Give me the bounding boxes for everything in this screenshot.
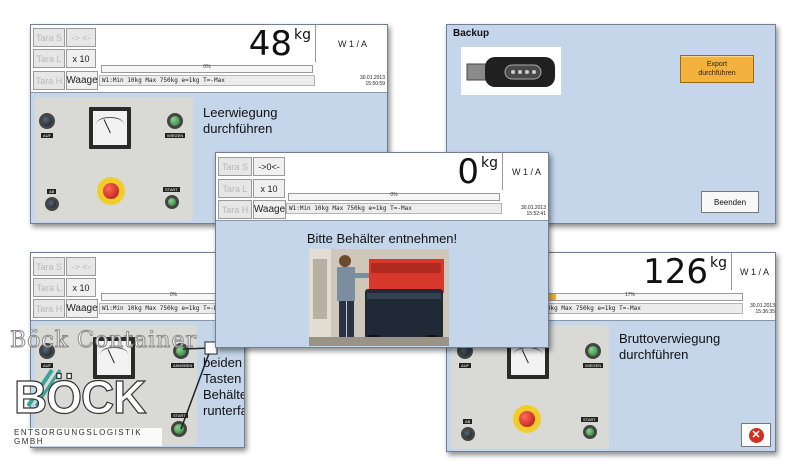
weigh-range: W 1 / A (502, 153, 548, 190)
tara-h-button[interactable]: Tara H (218, 200, 252, 219)
progress-label: 0% (203, 64, 211, 70)
end-button[interactable]: Beenden (701, 191, 759, 213)
waage-button[interactable]: Waage (66, 299, 98, 318)
screen-empty-weighing: Tara S -> <- Tara L x 10 Tara H Waage 48… (30, 24, 388, 224)
zero-button[interactable]: ->0<- (253, 157, 285, 176)
instruction-caption: beiden Tasten Behälter runterfahren (203, 355, 244, 418)
tara-s-button[interactable]: Tara S (33, 28, 65, 47)
logo-wordmark: BÖCK (13, 370, 147, 423)
instruction-caption: Bruttoverwiegung durchführen (619, 331, 721, 362)
black-button (461, 427, 475, 441)
date: 30.01.2013 (749, 303, 775, 309)
scale-spec: W1:Min 10kg Max 750kg e=1kg T=-Max (99, 75, 315, 86)
weigh-range: W 1 / A (731, 253, 775, 290)
progress-label: 0% (390, 192, 398, 198)
tara-l-button[interactable]: Tara L (218, 179, 252, 198)
weight-unit: kg (294, 27, 311, 43)
progress-label: 17% (624, 292, 635, 298)
time: 15:52:41 (526, 211, 546, 217)
green-button (583, 425, 597, 439)
green-button (585, 343, 601, 359)
zero-button[interactable]: -> <- (66, 257, 96, 276)
analog-meter (89, 107, 131, 149)
export-button[interactable]: Export durchführen (680, 55, 754, 83)
green-button (173, 343, 189, 359)
time: 15:36:35 (755, 309, 775, 315)
green-button (165, 195, 179, 209)
logo-subtitle: ENTSORGUNGSLOGISTIK GMBH (14, 428, 162, 446)
logo-slash-icon (26, 368, 62, 408)
date: 30.01.2013 (359, 75, 385, 81)
progress-bar: 0% (101, 292, 244, 301)
photo-illustration (309, 249, 449, 346)
progress-bar: 0% (101, 64, 313, 73)
close-icon: ✕ (748, 427, 764, 443)
datetime: 30.01.2013 15:52:41 (506, 205, 546, 217)
weight-unit: kg (710, 255, 727, 271)
zero-button[interactable]: -> <- (66, 28, 96, 47)
tara-s-button[interactable]: Tara S (218, 157, 252, 176)
emergency-stop (513, 405, 541, 433)
tara-h-button[interactable]: Tara H (33, 71, 65, 90)
instruction-caption: Leerwiegung durchführen (203, 105, 278, 136)
black-button (39, 113, 55, 129)
usb-stick-icon (461, 47, 561, 95)
backup-title: Backup (453, 28, 490, 39)
weight-value: 48 (248, 24, 292, 64)
green-button (167, 113, 183, 129)
pointer-lines (180, 341, 218, 430)
close-button[interactable]: ✕ (741, 423, 771, 447)
waage-button[interactable]: Waage (253, 200, 286, 219)
emergency-stop (97, 177, 125, 205)
tara-l-button[interactable]: Tara L (33, 49, 65, 68)
weight-value: 126 (643, 252, 708, 292)
black-button (45, 197, 59, 211)
control-cabinet: AUF WIEGEN AB START (35, 97, 193, 221)
progress-bar: 17% (517, 292, 743, 301)
weight-unit: kg (481, 155, 498, 171)
scale-header: Tara S -> <- Tara L x 10 Tara H Waage 0%… (31, 253, 244, 321)
datetime: 30.01.2013 15:36:35 (743, 303, 775, 315)
tara-h-button[interactable]: Tara H (33, 299, 65, 318)
progress-label: 0% (169, 292, 178, 298)
screen-lower-container: Tara S -> <- Tara L x 10 Tara H Waage 0%… (30, 252, 245, 448)
datetime: 30.01.2013 15:50:59 (319, 75, 385, 87)
scale-spec: W1:Min 10kg Max 750kg e=1kg T=-Max (286, 203, 502, 214)
analog-meter (93, 337, 135, 379)
date: 30.01.2013 (520, 205, 546, 211)
scale-header: Tara S -> <- Tara L x 10 Tara H Waage 48… (31, 25, 387, 93)
weigh-range: W 1 / A (315, 25, 387, 62)
tara-l-button[interactable]: Tara L (33, 278, 65, 297)
screen-backup: Backup Export durchführen Beenden (446, 24, 776, 224)
scale-spec: W1:Min 10kg Max 750kg e=1kg T=-Max (515, 303, 743, 314)
operator-photo (309, 249, 449, 346)
tara-s-button[interactable]: Tara S (33, 257, 65, 276)
x10-button[interactable]: x 10 (253, 179, 285, 198)
black-button (39, 343, 55, 359)
watermark-text: Böck Container (9, 328, 198, 354)
control-cabinet: AUF ANHEBEN START (35, 325, 197, 445)
company-logo: BÖCK ENTSORGUNGSLOGISTIK GMBH (13, 368, 162, 446)
x10-button[interactable]: x 10 (66, 49, 96, 68)
weight-value: 0 (457, 152, 479, 192)
instruction-message: Bitte Behälter entnehmen! (306, 231, 458, 246)
scale-spec: W1:Min 10kg Max 750kg e=1kg T=-Max (99, 303, 244, 314)
waage-button[interactable]: Waage (66, 71, 98, 90)
time: 15:50:59 (365, 81, 385, 87)
progress-bar: 0% (288, 192, 500, 201)
x10-button[interactable]: x 10 (66, 278, 96, 297)
